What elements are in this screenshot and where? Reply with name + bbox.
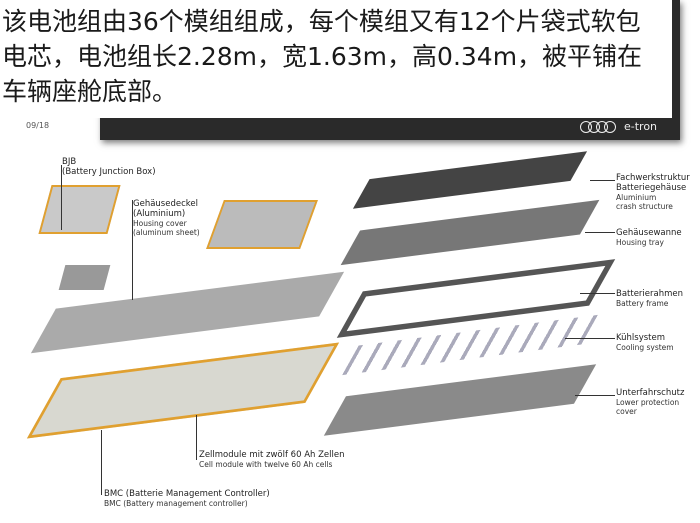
label-en: cover [616, 407, 637, 416]
label-de: Fachwerkstruktur [616, 173, 690, 183]
leader-line [565, 338, 615, 339]
cell-modules-illustration [26, 342, 340, 439]
leader-line [61, 165, 62, 230]
label-en: Cell module with twelve 60 Ah cells [199, 460, 333, 469]
label-de: Gehäusewanne [616, 228, 682, 238]
leader-line [101, 430, 102, 495]
label-de: Kühlsystem [616, 333, 666, 343]
top-modules-illustration [206, 200, 318, 249]
page-number: 09/18 [26, 121, 50, 130]
caption-line: 车辆座舱底部。 [2, 77, 178, 106]
label-cooling-system: Kühlsystem Cooling system [616, 333, 674, 352]
label-en: (aluminum sheet) [133, 228, 200, 237]
caption-box: 该电池组由36个模组组成，每个模组又有12个片袋式软包 电芯，电池组长2.28m… [0, 0, 672, 118]
label-en: Housing cover [133, 219, 187, 228]
housing-tray-illustration [340, 199, 600, 266]
bjb-illustration [38, 185, 121, 234]
label-en: Housing tray [616, 238, 664, 247]
label-de: BJB [62, 157, 77, 167]
label-de: Batteriegehäuse [616, 183, 687, 193]
label-battery-frame: Batterierahmen Battery frame [616, 289, 683, 308]
label-de: BMC (Batterie Management Controller) [104, 489, 270, 499]
leader-line [196, 415, 197, 460]
crash-structure-illustration [352, 151, 588, 209]
label-housing-tray: Gehäusewanne Housing tray [616, 228, 682, 247]
label-bjb: BJB (Battery Junction Box) [62, 157, 156, 177]
leader-line [575, 395, 615, 396]
leader-line [580, 293, 615, 294]
label-de: (Aluminium) [133, 209, 186, 219]
leader-line [585, 232, 615, 233]
audi-rings-icon [580, 120, 618, 133]
label-en: crash structure [616, 202, 673, 211]
label-de: Batterierahmen [616, 289, 684, 299]
label-bmc: BMC (Batterie Management Controller) BMC… [104, 489, 270, 508]
brand-name: e-tron [624, 120, 658, 133]
label-lower-protection: Unterfahrschutz Lower protection cover [616, 388, 684, 416]
label-crash-structure: Fachwerkstruktur Batteriegehäuse Alumini… [616, 173, 690, 211]
lower-protection-illustration [323, 364, 597, 436]
leader-line [132, 200, 133, 300]
caption-line: 电芯，电池组长2.28m，宽1.63m，高0.34m，被平铺在 [2, 42, 643, 71]
label-en: Cooling system [616, 343, 674, 352]
label-en: (Battery Junction Box) [62, 167, 156, 177]
audi-logo: e-tron [580, 120, 657, 133]
label-de: Unterfahrschutz [616, 388, 685, 398]
label-cell-module: Zellmodule mit zwölf 60 Ah Zellen Cell m… [199, 450, 345, 469]
caption-line: 该电池组由36个模组组成，每个模组又有12个片袋式软包 [2, 7, 641, 36]
label-en: Aluminium [616, 193, 657, 202]
label-de: Zellmodule mit zwölf 60 Ah Zellen [199, 450, 345, 460]
bmc-illustration [58, 265, 111, 290]
label-en: Battery frame [616, 299, 669, 308]
label-de: Gehäusedeckel [133, 199, 198, 209]
label-en: Lower protection [616, 398, 680, 407]
leader-line [590, 180, 615, 181]
label-en: BMC (Battery management controller) [104, 499, 248, 508]
label-housing-cover: Gehäusedeckel (Aluminium) Housing cover … [133, 199, 200, 237]
